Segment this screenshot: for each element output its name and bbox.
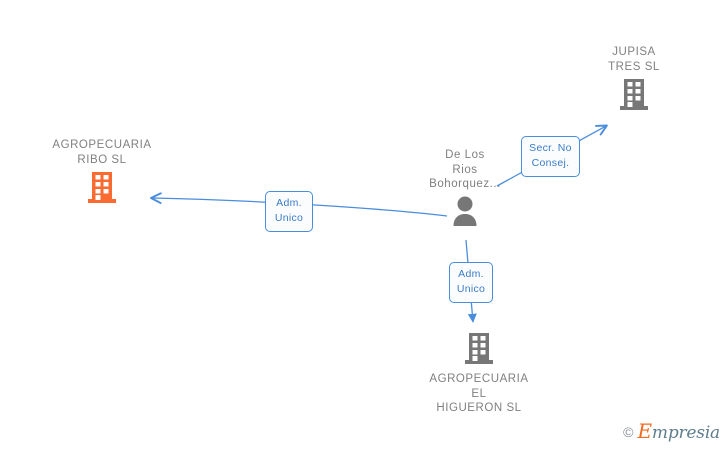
node-label-de-los-rios-bohorquez: De Los Rios Bohorquez... [429,149,501,190]
copyright-icon: © [623,423,634,440]
edge-label-adm-unico-higueron[interactable]: Adm. Unico [449,262,493,303]
node-agropecuaria-ribo-sl[interactable]: AGROPECUARIA RIBO SL [27,138,177,205]
node-label-agropecuaria-ribo-sl: AGROPECUARIA RIBO SL [52,139,152,166]
building-icon [620,79,648,110]
node-label-jupisa-tres-sl: JUPISA TRES SL [608,46,660,73]
node-label-agropecuaria-el-higueron-sl: AGROPECUARIA EL HIGUERON SL [429,373,529,414]
person-icon [453,196,477,226]
node-agropecuaria-el-higueron-sl[interactable]: AGROPECUARIA EL HIGUERON SL [404,332,554,416]
node-de-los-rios-bohorquez[interactable]: De Los Rios Bohorquez... [390,148,540,227]
brand-wordmark: Empresia [638,421,721,442]
empresia-watermark: © Empresia [623,421,720,442]
building-icon [88,172,116,203]
edge-label-secr-no-consej[interactable]: Secr. No Consej. [521,136,580,177]
brand-remainder: mpresia [651,423,720,443]
brand-initial: E [637,419,653,443]
node-jupisa-tres-sl[interactable]: JUPISA TRES SL [559,45,709,112]
building-icon [465,333,493,364]
edge-label-adm-unico-ribo[interactable]: Adm. Unico [265,191,313,232]
